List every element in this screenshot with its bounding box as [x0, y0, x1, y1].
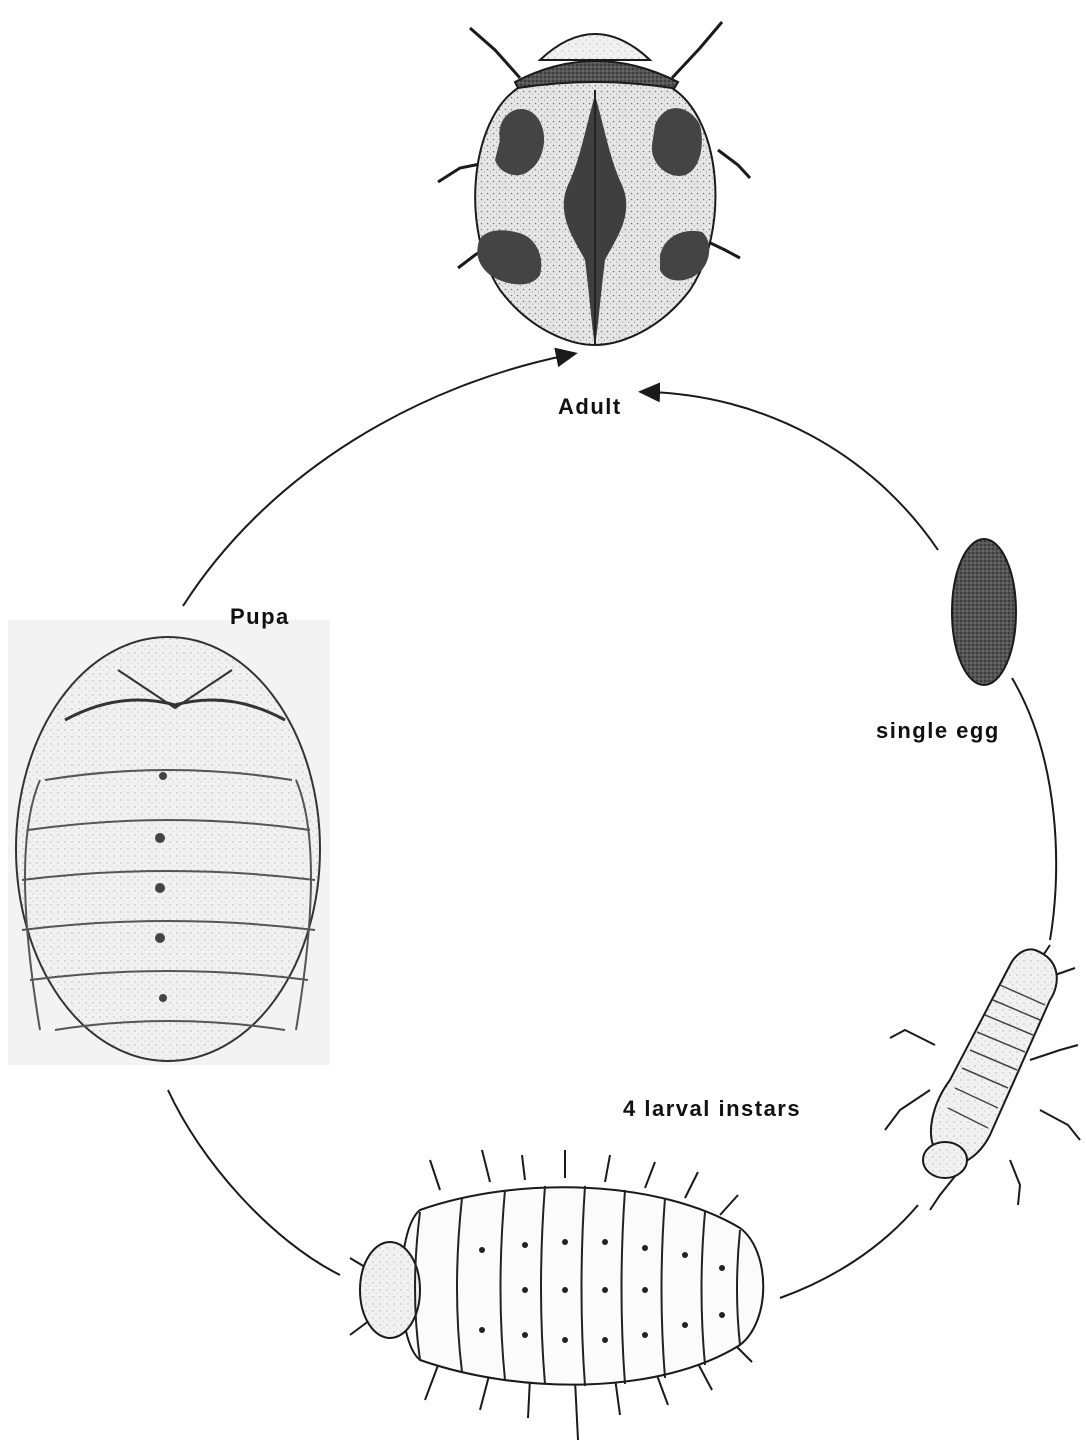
adult-label: Adult — [558, 394, 622, 420]
pupa-label: Pupa — [230, 604, 290, 630]
egg-label: single egg — [876, 718, 1000, 744]
arrow-pupa-to-adult — [183, 355, 568, 606]
ladybird-adult-icon — [438, 22, 750, 345]
larva-label: 4 larval instars — [623, 1096, 801, 1122]
egg-icon — [952, 539, 1016, 685]
arc-large-larva-to-pupa — [168, 1090, 340, 1275]
arrow-egg-to-adult — [648, 392, 938, 550]
arc-egg-to-larva — [1012, 678, 1056, 940]
large-larva-icon — [350, 1150, 763, 1440]
arc-small-larva-to-large-larva — [780, 1205, 918, 1298]
pupa-icon — [8, 620, 330, 1065]
small-larva-icon — [885, 945, 1080, 1210]
